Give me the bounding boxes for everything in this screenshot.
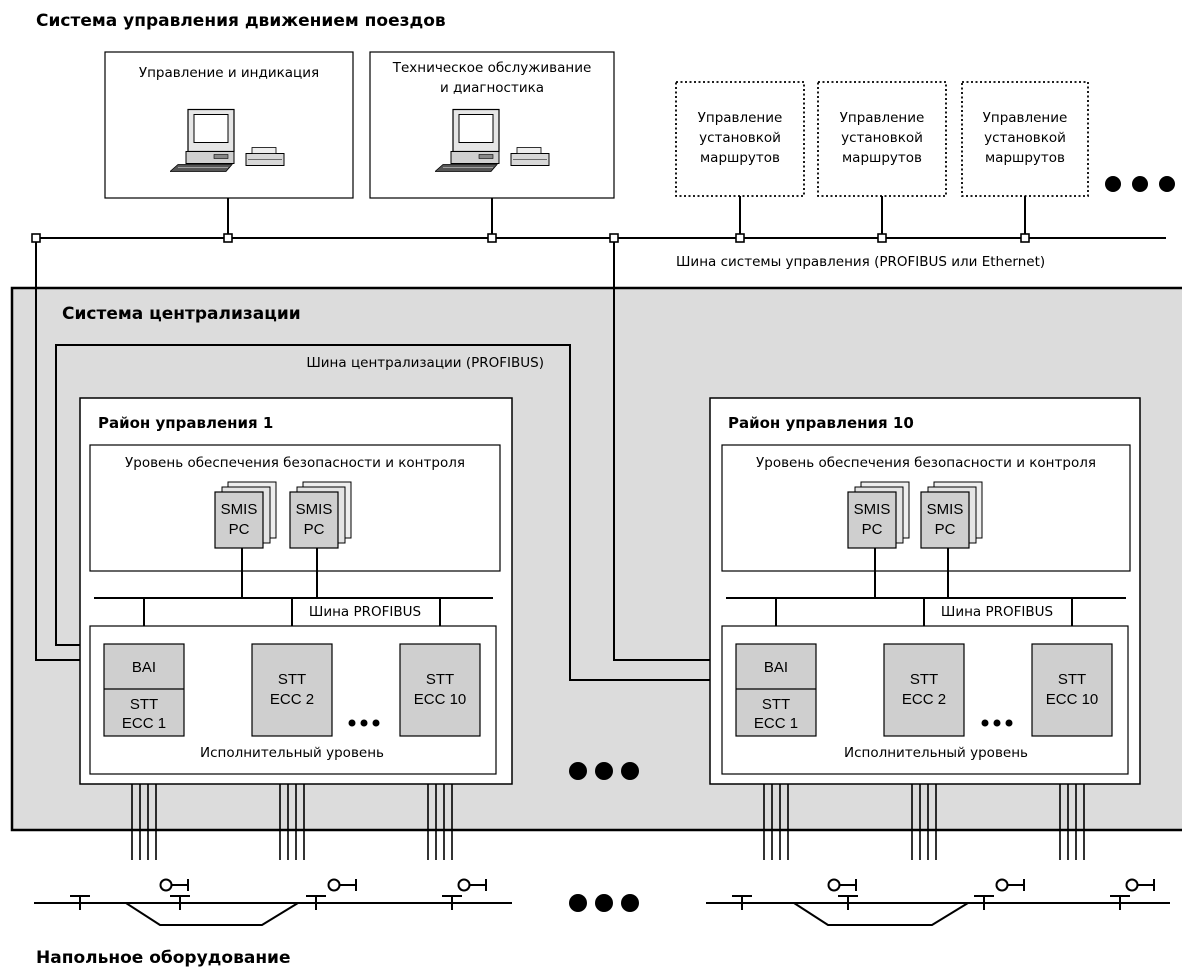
safety-level-label: Уровень обеспечения безопасности и контр… [756, 455, 1096, 471]
pc-label: PC [304, 521, 325, 538]
stt-label: STT [278, 671, 306, 688]
route-setting-line3: маршрутов [700, 150, 780, 166]
diagram-title: Система управления движением поездов [36, 11, 446, 31]
bai-stt-ecc1-module: BAI STT ECC 1 [735, 643, 817, 737]
smis-label: SMIS [296, 501, 333, 518]
track-layout-1 [34, 878, 512, 926]
ecc2-label: ECC 2 [902, 691, 946, 708]
bai-label: BAI [132, 659, 156, 676]
route-setting-line1: Управление [840, 110, 925, 126]
stt-label: STT [910, 671, 938, 688]
stt-ecc2-module: STT ECC 2 [251, 643, 333, 737]
stt-label: STT [426, 671, 454, 688]
stt-label: STT [1058, 671, 1086, 688]
ecc10-label: ECC 10 [414, 691, 467, 708]
bus-connectors [31, 233, 1030, 243]
control-district-1: Район управления 1 Уровень обеспечения б… [79, 397, 513, 785]
route-setting-line1: Управление [698, 110, 783, 126]
pc-label: PC [862, 521, 883, 538]
ellipsis [348, 719, 380, 727]
route-setting-unit-2: Управление установкой маршрутов [817, 81, 947, 197]
smis-pc-unit: SMIS PC [289, 481, 352, 549]
stt-ecc10-module: STT ECC 10 [1031, 643, 1113, 737]
smis-label: SMIS [927, 501, 964, 518]
stt-ecc2-module: STT ECC 2 [883, 643, 965, 737]
profibus-label: Шина PROFIBUS [941, 604, 1053, 620]
ellipsis-districts [569, 762, 639, 780]
stt-ecc10-module: STT ECC 10 [399, 643, 481, 737]
stt-label: STT [130, 696, 158, 713]
profibus-label: Шина PROFIBUS [309, 604, 421, 620]
route-setting-line2: установкой [699, 130, 781, 146]
ecc1-label: ECC 1 [122, 715, 166, 732]
ecc10-label: ECC 10 [1046, 691, 1099, 708]
smis-pc-unit: SMIS PC [920, 481, 983, 549]
smis-label: SMIS [854, 501, 891, 518]
route-setting-line2: установкой [984, 130, 1066, 146]
control-district-10: Район управления 10 Уровень обеспечения … [709, 397, 1141, 785]
ellipsis [981, 719, 1013, 727]
pc-label: PC [229, 521, 250, 538]
smis-label: SMIS [221, 501, 258, 518]
route-setting-line3: маршрутов [842, 150, 922, 166]
interlocking-title: Система централизации [62, 304, 301, 324]
route-setting-unit-3: Управление установкой маршрутов [961, 81, 1089, 197]
profibus-line [726, 548, 1126, 644]
bai-label: BAI [764, 659, 788, 676]
ecc2-label: ECC 2 [270, 691, 314, 708]
exec-level-label: Исполнительный уровень [200, 745, 384, 761]
exec-level-label: Исполнительный уровень [844, 745, 1028, 761]
workstation-maintenance-line1: Техническое обслуживание [392, 60, 592, 76]
stt-label: STT [762, 696, 790, 713]
smis-pc-unit: SMIS PC [847, 481, 910, 549]
route-setting-line3: маршрутов [985, 150, 1065, 166]
interlocking-bus [55, 344, 710, 681]
control-bus-label: Шина системы управления (PROFIBUS или Et… [676, 254, 1045, 270]
bai-stt-ecc1-module: BAI STT ECC 1 [103, 643, 185, 737]
ecc1-label: ECC 1 [754, 715, 798, 732]
workstation-maintenance: Техническое обслуживание и диагностика [369, 51, 615, 199]
field-equipment-title: Напольное оборудование [36, 948, 291, 968]
workstation-control-label: Управление и индикация [139, 65, 319, 81]
smis-pc-unit: SMIS PC [214, 481, 277, 549]
ellipsis-route-units [1105, 176, 1175, 192]
workstation-control-indication: Управление и индикация [104, 51, 354, 199]
workstation-maintenance-line2: и диагностика [440, 80, 544, 96]
district-title: Район управления 10 [728, 414, 914, 432]
district-title: Район управления 1 [98, 414, 273, 432]
interlocking-bus-label: Шина централизации (PROFIBUS) [306, 355, 544, 371]
route-setting-unit-1: Управление установкой маршрутов [675, 81, 805, 197]
safety-level-label: Уровень обеспечения безопасности и контр… [125, 455, 465, 471]
pc-label: PC [935, 521, 956, 538]
ellipsis-field [569, 894, 639, 912]
field-cables [131, 784, 1085, 860]
track-layout-10 [706, 878, 1170, 926]
route-setting-line2: установкой [841, 130, 923, 146]
route-setting-line1: Управление [983, 110, 1068, 126]
